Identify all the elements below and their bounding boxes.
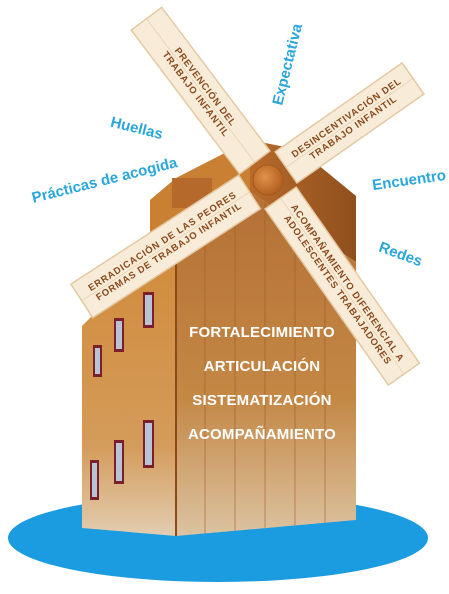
pillar-sistematizacion: SISTEMATIZACIÓN: [192, 392, 332, 409]
window: [114, 318, 124, 352]
window: [90, 460, 99, 500]
front-wall: [176, 192, 356, 536]
window: [143, 420, 154, 468]
windows: [90, 292, 154, 500]
blade-lower-left: [69, 174, 262, 319]
pillar-articulacion: ARTICULACIÓN: [203, 358, 321, 375]
blade-lower-right: [264, 186, 421, 387]
window: [143, 292, 154, 328]
windmill-hub: [252, 164, 284, 196]
window: [114, 440, 124, 484]
window: [93, 345, 102, 377]
pillar-acompanamiento: ACOMPAÑAMIENTO: [187, 426, 337, 443]
blade-upper-right: [274, 61, 425, 184]
pillar-fortalecimiento: FORTALECIMIENTO: [189, 324, 335, 341]
blade-upper-left: [130, 6, 271, 175]
sails: [69, 6, 425, 387]
